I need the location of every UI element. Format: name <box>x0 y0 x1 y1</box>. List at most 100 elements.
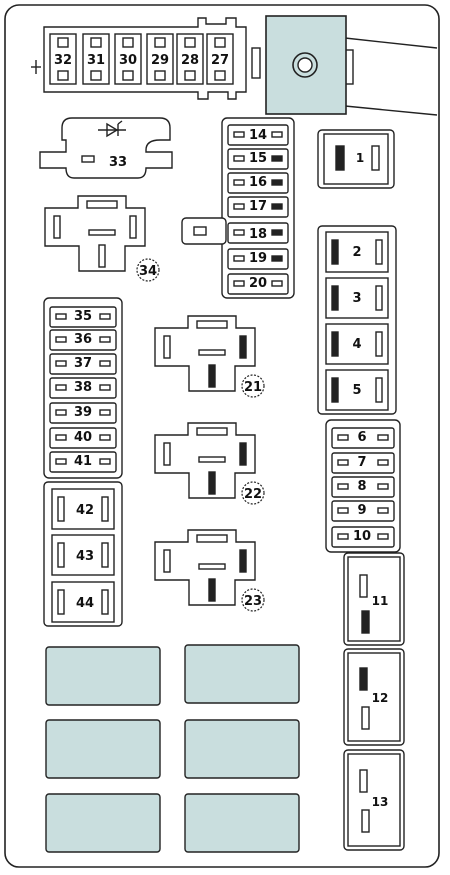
connector-pin <box>154 37 166 48</box>
fuse-blade <box>371 145 380 171</box>
fuse-slot <box>337 483 349 490</box>
relay-terminal <box>163 442 171 466</box>
fuse-slot <box>377 533 389 540</box>
fuse-label: 37 <box>74 356 92 371</box>
fuse-label: 8 <box>357 479 366 494</box>
fuse-label: 42 <box>76 503 94 518</box>
connector-pin <box>122 70 134 81</box>
connector-pin <box>122 37 134 48</box>
top-connector <box>43 17 261 100</box>
fuse-slot <box>271 255 283 262</box>
fuse-slot <box>99 409 111 416</box>
relay-terminal <box>361 809 370 833</box>
fuse-slot <box>99 313 111 320</box>
large-relay-labels: 11 12 13 <box>372 594 389 809</box>
relay-terminal <box>359 769 368 793</box>
relay-label: 23 <box>244 594 262 609</box>
fuse-blade <box>375 331 383 357</box>
large-relay-inner <box>347 556 401 642</box>
relay-terminal <box>88 229 116 236</box>
fuse-row <box>331 452 395 474</box>
fuse-blade <box>57 496 65 522</box>
fuse-blade <box>331 285 339 311</box>
relay-22 <box>154 422 265 505</box>
fuse-label: 7 <box>357 455 366 470</box>
fuse-slot <box>271 131 283 138</box>
fuse-slot <box>233 131 245 138</box>
fuse-blade <box>101 542 109 568</box>
fuse-slot <box>233 203 245 210</box>
fuse-slot <box>377 483 389 490</box>
diode-label: 33 <box>109 155 127 170</box>
fuse-blade <box>57 542 65 568</box>
relay-terminal <box>196 320 228 329</box>
fuse-blade <box>57 589 65 615</box>
relay-terminal <box>208 471 216 495</box>
fuse-slot <box>55 313 67 320</box>
fuse-slot <box>55 409 67 416</box>
fuse-label: 36 <box>74 332 92 347</box>
connector-pin <box>184 70 196 81</box>
diode-module <box>39 117 173 179</box>
relay-label-ring <box>241 374 265 398</box>
fuse-row <box>227 222 289 244</box>
fuse-label: 5 <box>352 383 361 398</box>
fuse-1-housing <box>317 129 395 189</box>
relay-terminal <box>208 364 216 388</box>
relay-terminal <box>98 244 106 268</box>
fuse-slot <box>233 280 245 287</box>
fuse-slot <box>55 360 67 367</box>
large-relay-inner <box>347 753 401 847</box>
connector-pin <box>90 70 102 81</box>
connector-pin <box>90 37 102 48</box>
fuse-slot <box>99 434 111 441</box>
connector-label: 28 <box>181 53 199 68</box>
fuse-slot <box>377 434 389 441</box>
fuse-label: 39 <box>74 405 92 420</box>
relay-terminal <box>196 427 228 436</box>
vertical-fuse-right-labels: 1 2 3 4 5 <box>352 151 364 398</box>
fuse-slot <box>233 255 245 262</box>
connector-pin <box>184 37 196 48</box>
fuse-row <box>331 476 395 498</box>
connector-pin <box>214 70 226 81</box>
blank-block <box>184 793 300 853</box>
fuse-slot <box>337 507 349 514</box>
fuse-slot <box>99 458 111 465</box>
relay-terminal <box>196 534 228 543</box>
fuse-label: 16 <box>249 175 267 190</box>
fuse-slot <box>99 360 111 367</box>
fuse-slot <box>233 179 245 186</box>
fuse-row <box>49 427 117 449</box>
fuse-blade <box>101 589 109 615</box>
blank-block <box>45 646 161 706</box>
fuse-label: 38 <box>74 380 92 395</box>
fuse-slot <box>55 458 67 465</box>
relay-34 <box>44 195 160 282</box>
fuse-slot <box>271 229 283 236</box>
fuse-blade <box>375 239 383 265</box>
fuse-slot <box>337 434 349 441</box>
fuse-row <box>227 124 289 146</box>
fuse-blade <box>375 285 383 311</box>
fuse-row <box>227 148 289 170</box>
fuse-label: 14 <box>249 128 267 143</box>
blank-block <box>184 719 300 779</box>
fuse-blade <box>375 377 383 403</box>
relay-terminal <box>239 335 247 359</box>
fuse-label: 41 <box>74 454 92 469</box>
relay-terminal <box>208 578 216 602</box>
relay-label: 13 <box>372 795 389 809</box>
relay-terminal <box>198 563 226 570</box>
fuse-label: 18 <box>249 227 267 242</box>
relay-terminal <box>239 442 247 466</box>
fuse-row <box>49 402 117 424</box>
relay-terminal <box>129 215 137 239</box>
fuse-group-b-rows <box>49 306 117 473</box>
fuse-label: 2 <box>352 245 361 260</box>
connector-pin <box>214 37 226 48</box>
fuse-group-a-rows <box>227 124 289 295</box>
fuse-row <box>227 248 289 270</box>
blank-block <box>45 719 161 779</box>
fuse-label: 43 <box>76 549 94 564</box>
